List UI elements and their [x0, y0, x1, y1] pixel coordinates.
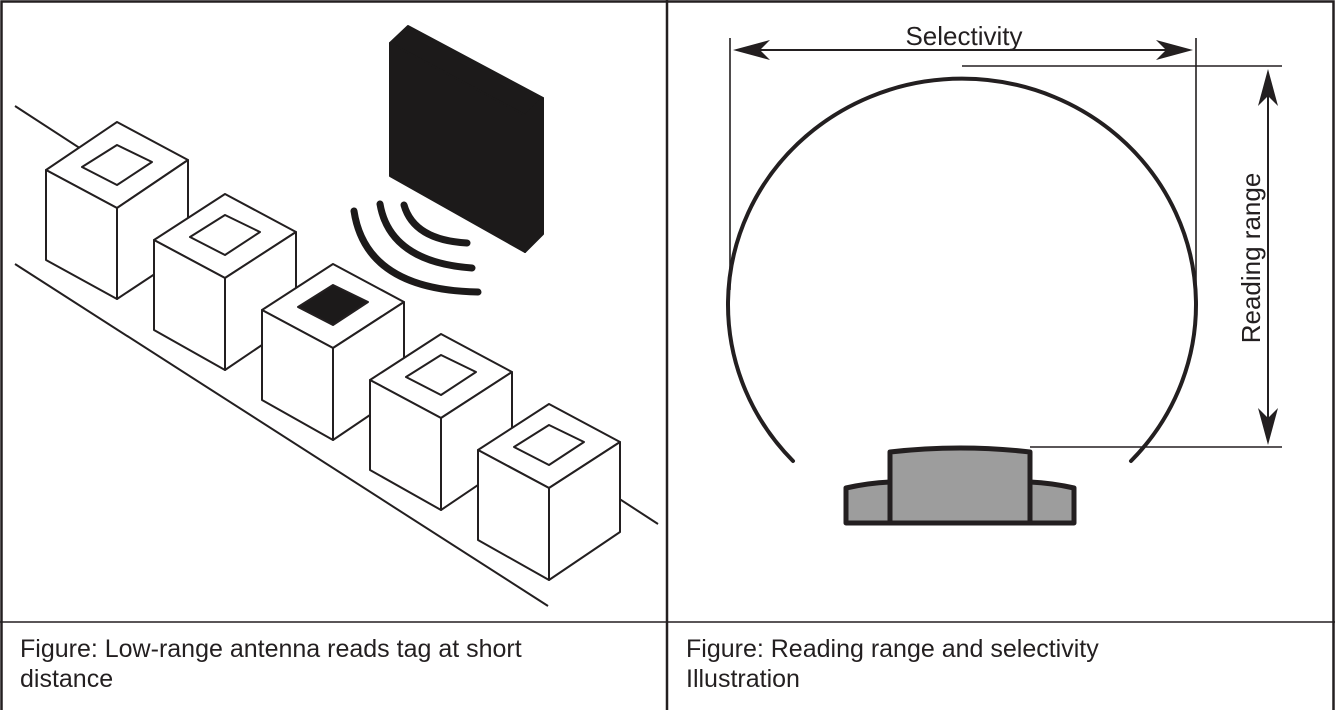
reader-device	[843, 445, 1077, 526]
right-caption: Figure: Reading range and selectivity Il…	[686, 634, 1326, 694]
left-caption: Figure: Low-range antenna reads tag at s…	[20, 634, 660, 694]
tag-box-5	[477, 403, 621, 581]
tag-marker-5	[513, 424, 585, 466]
reading-range-arrow	[1258, 69, 1278, 445]
reading-range-label: Reading range	[1236, 173, 1266, 344]
left-caption-line2: distance	[20, 665, 114, 693]
selectivity-arrow	[733, 40, 1193, 60]
tag-marker-active	[297, 284, 369, 326]
range-diagram: Selectivity Reading range	[726, 21, 1282, 526]
tag-box-3	[261, 263, 405, 441]
tag-marker-2	[189, 214, 261, 256]
tag-marker-4	[405, 354, 477, 396]
left-caption-line1: Figure: Low-range antenna reads tag at s…	[20, 635, 522, 663]
radio-wave-icon	[350, 200, 482, 296]
conveyor-rail-bottom	[14, 263, 549, 607]
selectivity-label: Selectivity	[905, 21, 1022, 51]
antenna-block	[389, 25, 544, 253]
tag-box-4	[369, 333, 513, 511]
tag-marker-1	[81, 144, 153, 186]
right-caption-line1: Figure: Reading range and selectivity	[686, 635, 1099, 663]
reading-field-arc	[726, 76, 1198, 463]
selectivity-label-bg	[890, 22, 1040, 48]
reader-head	[887, 445, 1033, 526]
tag-box-2	[153, 193, 297, 371]
dimension-lines	[729, 38, 1282, 448]
right-caption-line2: Illustration	[686, 665, 800, 693]
